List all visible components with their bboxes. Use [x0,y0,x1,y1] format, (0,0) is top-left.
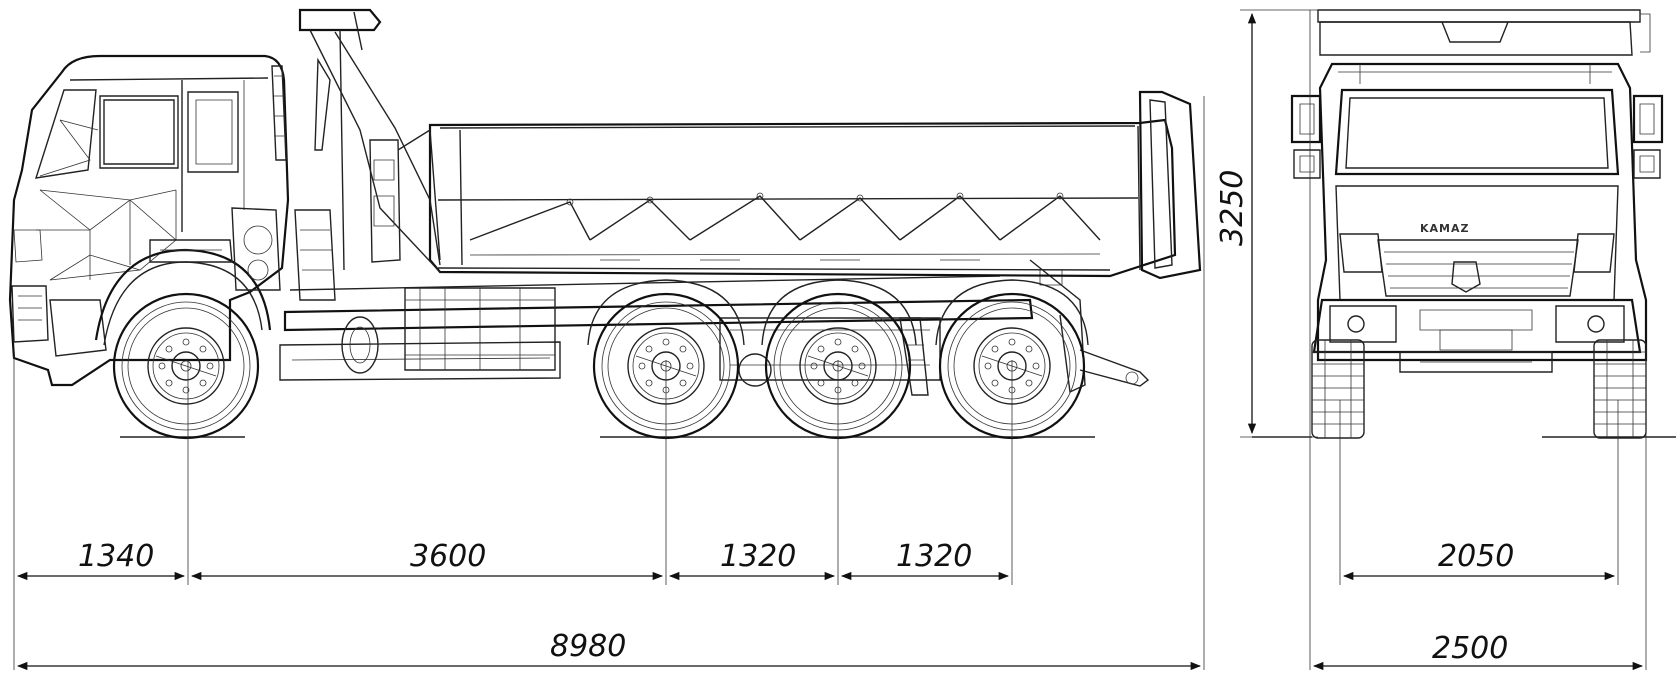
truck-cab [8,54,290,387]
dim-height: 3250 [1215,170,1250,246]
dim-wheelbase-3-4: 1320 [896,539,972,574]
dimension-labels: 1340 3600 1320 1320 8980 3250 2050 2500 [78,170,1514,666]
front-view-right-wheel [1593,339,1647,439]
dimension-lines [13,9,1647,671]
dim-overall-length: 8980 [550,629,626,664]
dump-body [298,8,1202,280]
dim-overall-width: 2500 [1432,631,1508,666]
chassis [231,207,1150,396]
front-wheel [112,292,260,440]
grille-badge: KAMAZ [1420,222,1469,235]
dim-wheelbase-1-2: 3600 [410,539,486,574]
dim-front-overhang: 1340 [78,539,154,574]
dim-track: 2050 [1438,539,1514,574]
dim-wheelbase-2-3: 1320 [720,539,796,574]
front-view: KAMAZ [1252,9,1676,439]
side-view [8,8,1202,440]
front-view-left-wheel [1311,339,1365,439]
